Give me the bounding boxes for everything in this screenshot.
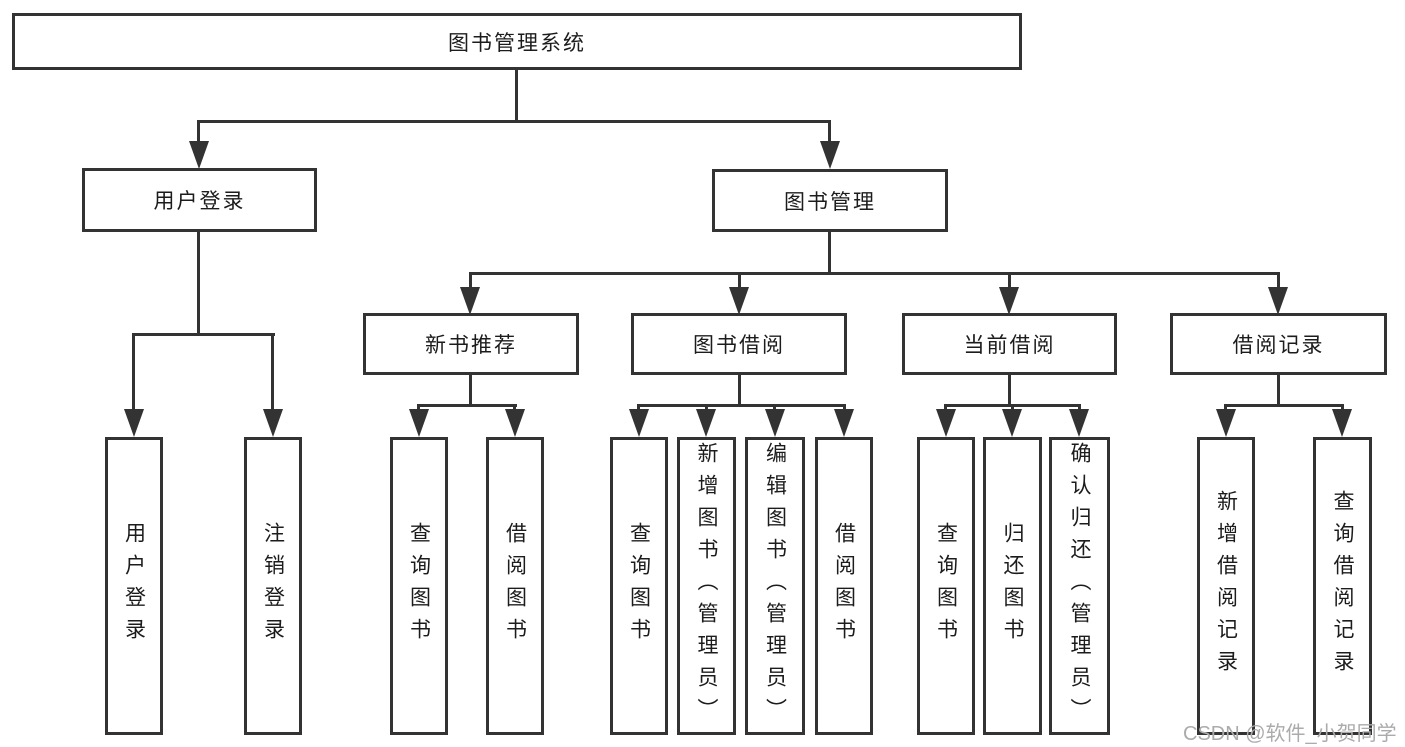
leaf-borrow-books: 借阅图书: [815, 437, 873, 735]
leaf-query-books-recommend: 查询图书: [390, 437, 448, 735]
leaf-label: 查询借阅记录: [1331, 490, 1355, 682]
connector-drop: [271, 333, 274, 411]
connector-drop: [944, 404, 947, 412]
connector-branch: [637, 404, 846, 407]
arrowhead-down-icon: [936, 409, 956, 437]
connector-stem: [738, 375, 741, 407]
leaf-user-login: 用户登录: [105, 437, 163, 735]
arrowhead-down-icon: [696, 409, 716, 437]
connector-drop: [843, 404, 846, 412]
leaf-label: 用户登录: [122, 522, 146, 650]
connector-drop: [1078, 404, 1081, 412]
leaf-logout: 注销登录: [244, 437, 302, 735]
connector-drop: [132, 333, 135, 411]
connector-root-stem: [515, 70, 518, 123]
connector-drop: [828, 120, 831, 143]
leaf-label: 新增借阅记录: [1214, 490, 1238, 682]
node-new-book-recommend: 新书推荐: [363, 313, 579, 375]
leaf-confirm-return-admin: 确认归还（管理员）: [1049, 437, 1110, 735]
arrowhead-down-icon: [505, 409, 525, 437]
connector-drop: [469, 272, 472, 289]
arrowhead-down-icon: [124, 409, 144, 437]
arrowhead-down-icon: [409, 409, 429, 437]
connector-drop: [738, 272, 741, 289]
node-current-borrowing: 当前借阅: [902, 313, 1117, 375]
node-label: 图书借阅: [693, 334, 785, 357]
arrowhead-down-icon: [1216, 409, 1236, 437]
leaf-return-book: 归还图书: [983, 437, 1042, 735]
node-label: 借阅记录: [1232, 334, 1325, 357]
leaf-label: 归还图书: [1001, 522, 1025, 650]
connector-drop: [197, 120, 200, 143]
connector-branch: [1224, 404, 1344, 407]
arrowhead-down-icon: [189, 141, 209, 169]
arrowhead-down-icon: [1332, 409, 1352, 437]
leaf-query-books-borrowing: 查询图书: [610, 437, 668, 735]
connector-stem: [1008, 375, 1011, 407]
node-book-management: 图书管理: [712, 169, 948, 232]
connector-stem: [469, 375, 472, 407]
leaf-add-borrow-record: 新增借阅记录: [1197, 437, 1255, 735]
leaf-label: 注销登录: [261, 522, 285, 650]
arrowhead-down-icon: [729, 287, 749, 315]
arrowhead-down-icon: [1002, 409, 1022, 437]
leaf-label: 新增图书（管理员）: [695, 442, 719, 730]
arrowhead-down-icon: [460, 287, 480, 315]
watermark: CSDN @软件_小贺同学: [1183, 723, 1397, 745]
node-borrow-records: 借阅记录: [1170, 313, 1387, 375]
connector-drop: [705, 404, 708, 412]
leaf-query-borrow-record: 查询借阅记录: [1313, 437, 1372, 735]
connector-drop: [1277, 272, 1280, 289]
connector-drop: [1341, 404, 1344, 412]
leaf-label: 查询图书: [407, 522, 431, 650]
arrowhead-down-icon: [834, 409, 854, 437]
arrowhead-down-icon: [820, 141, 840, 169]
node-book-borrowing: 图书借阅: [631, 313, 847, 375]
connector-level2-branch: [197, 120, 831, 123]
connector-branch: [417, 404, 517, 407]
leaf-label: 借阅图书: [503, 522, 527, 650]
node-user-login: 用户登录: [82, 168, 317, 232]
arrowhead-down-icon: [1069, 409, 1089, 437]
connector-drop: [1011, 404, 1014, 412]
arrowhead-down-icon: [999, 287, 1019, 315]
leaf-label: 编辑图书（管理员）: [763, 442, 787, 730]
leaf-label: 确认归还（管理员）: [1068, 442, 1092, 730]
leaf-add-book-admin: 新增图书（管理员）: [677, 437, 736, 735]
node-label: 图书管理系统: [448, 31, 586, 55]
connector-drop: [773, 404, 776, 412]
node-label: 新书推荐: [425, 334, 517, 357]
leaf-label: 借阅图书: [832, 522, 856, 650]
leaf-query-books-current: 查询图书: [917, 437, 975, 735]
leaf-edit-book-admin: 编辑图书（管理员）: [745, 437, 805, 735]
node-label: 用户登录: [153, 190, 246, 213]
connector-stem: [1277, 375, 1280, 407]
leaf-borrow-books-recommend: 借阅图书: [486, 437, 544, 735]
arrowhead-down-icon: [629, 409, 649, 437]
leaf-label: 查询图书: [627, 522, 651, 650]
arrowhead-down-icon: [765, 409, 785, 437]
node-label: 图书管理: [784, 190, 876, 214]
node-library-management-system: 图书管理系统: [12, 13, 1022, 70]
connector-user-login-stem: [197, 231, 200, 336]
connector-drop: [417, 404, 420, 412]
arrowhead-down-icon: [1268, 287, 1288, 315]
connector-user-login-branch: [132, 333, 275, 336]
connector-drop: [513, 404, 516, 412]
arrowhead-down-icon: [263, 409, 283, 437]
connector-drop: [1008, 272, 1011, 289]
connector-book-mgmt-stem: [828, 231, 831, 275]
leaf-label: 查询图书: [934, 522, 958, 650]
connector-level3-branch: [469, 272, 1279, 275]
node-label: 当前借阅: [963, 334, 1056, 357]
connector-drop: [1224, 404, 1227, 412]
connector-drop: [637, 404, 640, 412]
